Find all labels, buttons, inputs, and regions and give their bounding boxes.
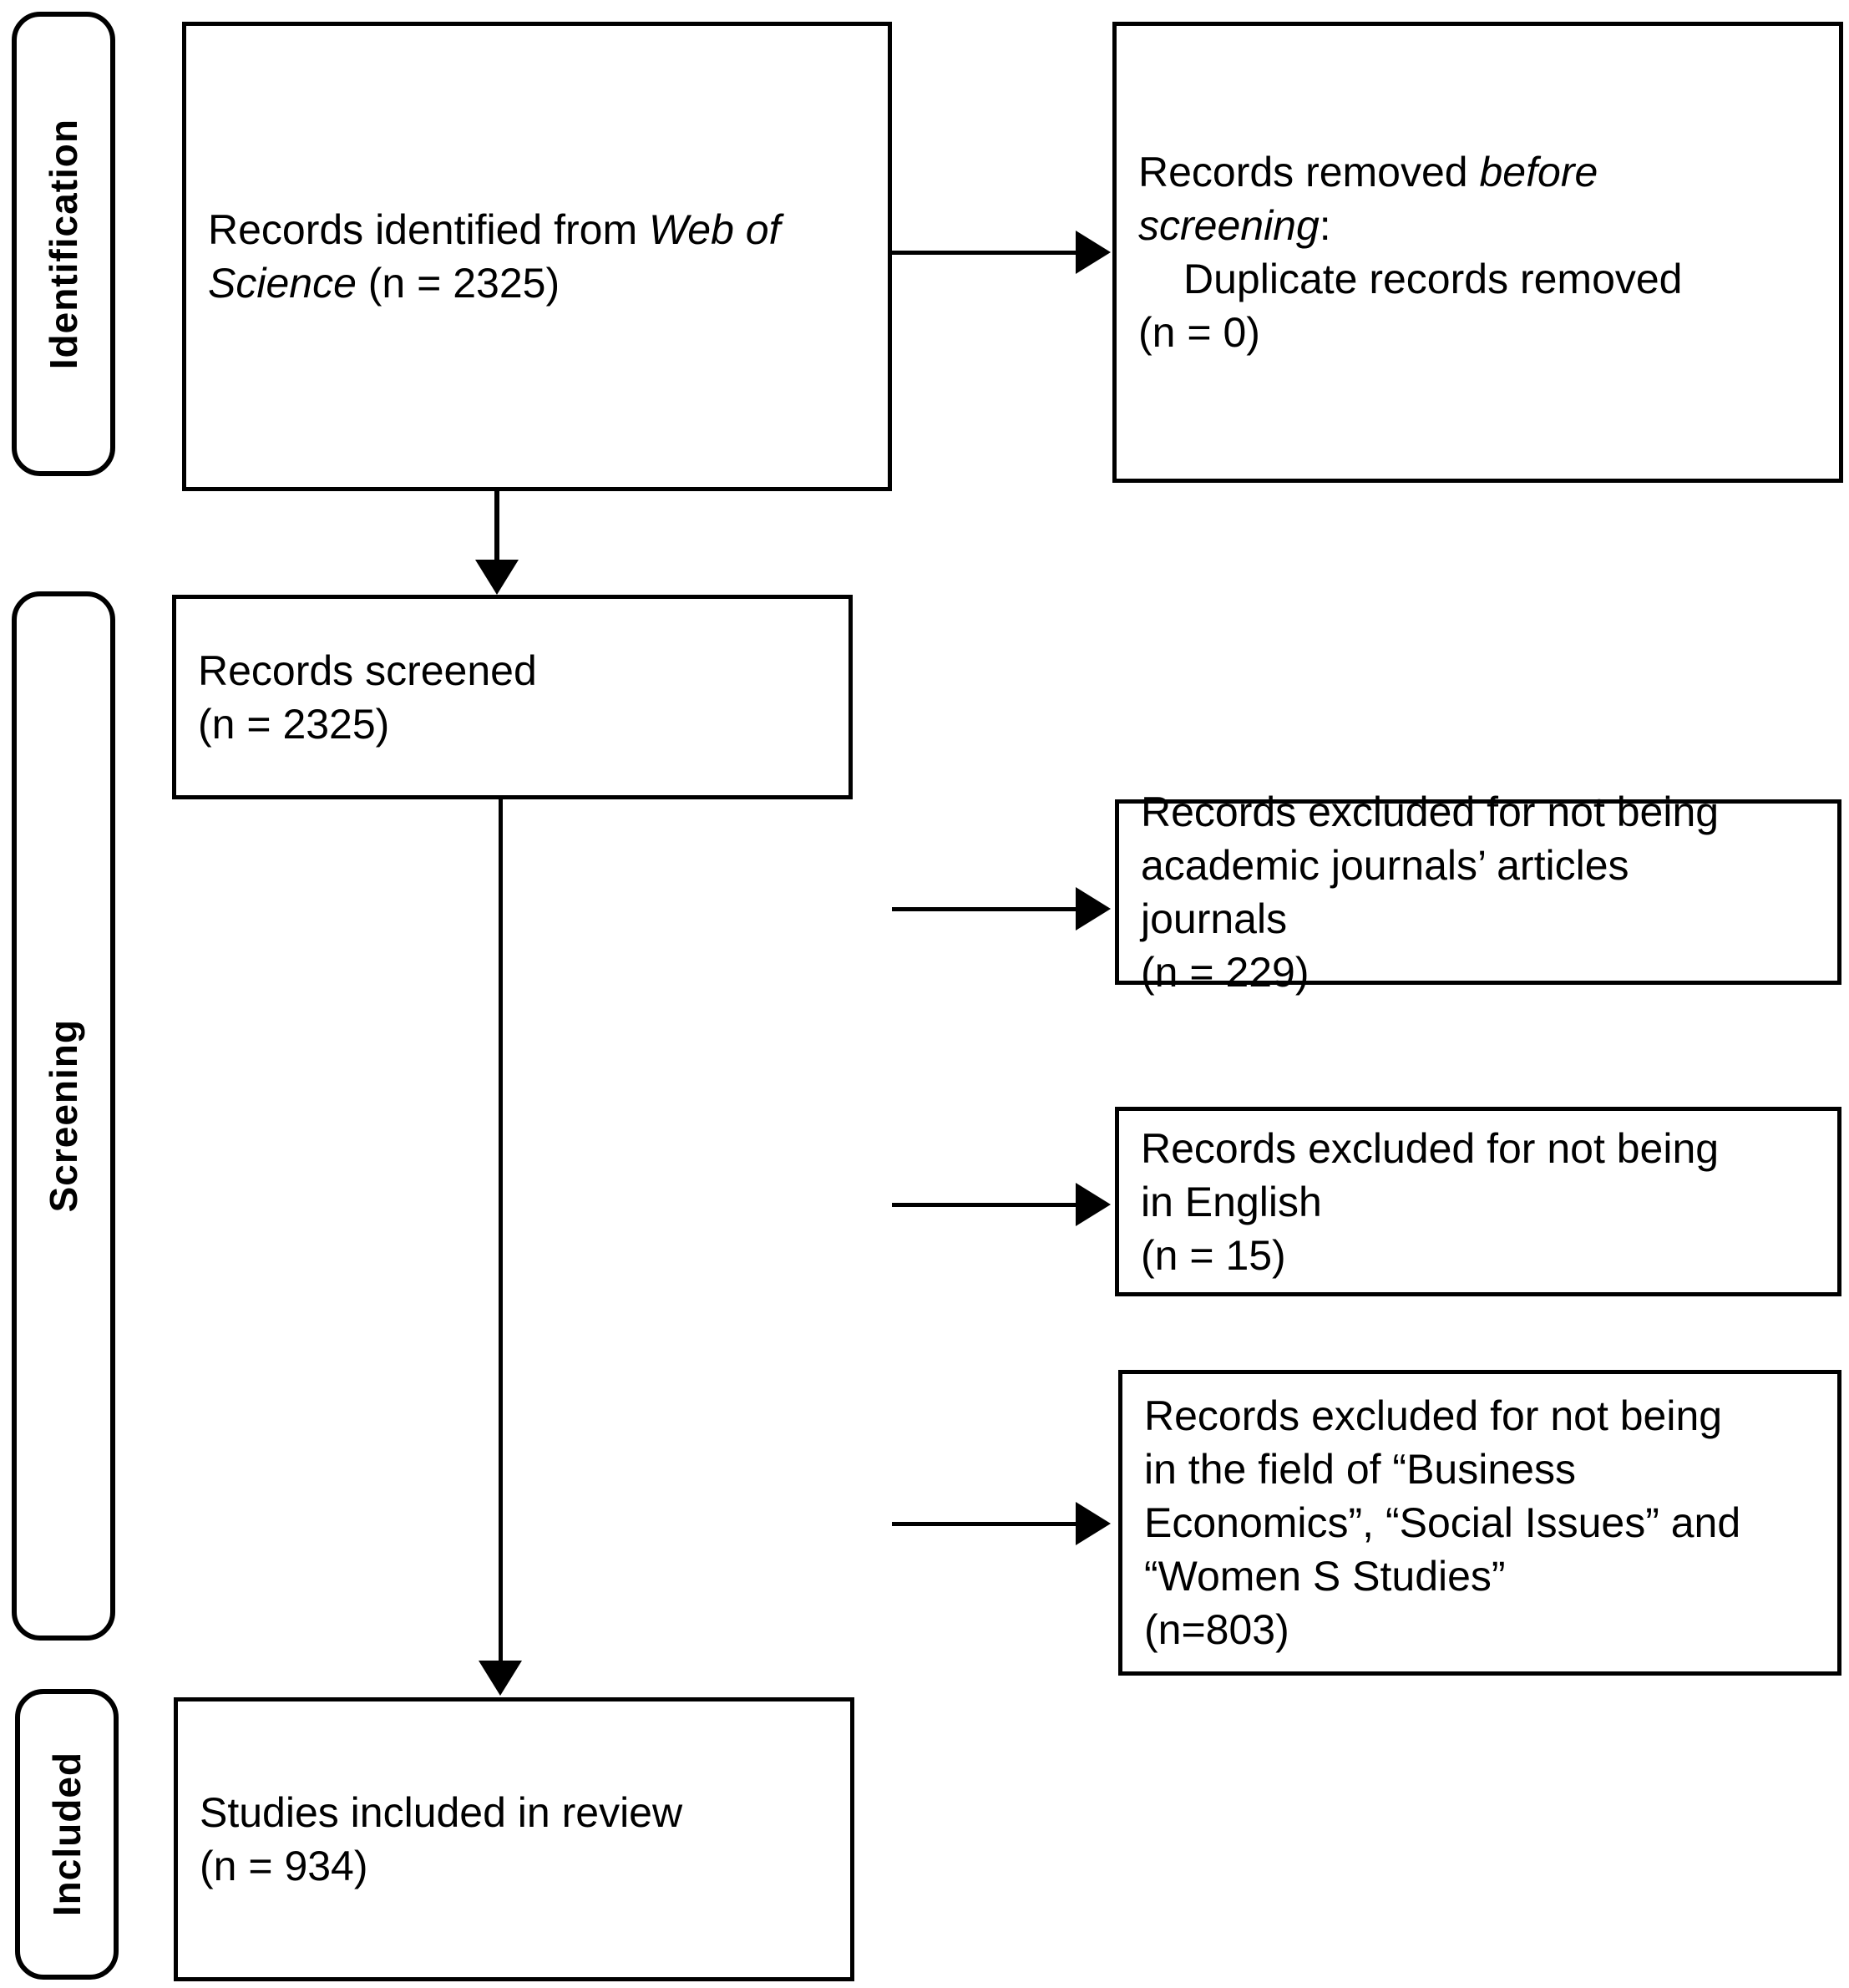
studies-included-label: Studies included in review (200, 1789, 683, 1836)
box-excluded-not-english: Records excluded for not being in Englis… (1115, 1107, 1841, 1296)
stage-pill-identification: Identification (12, 12, 115, 476)
box-studies-included: Studies included in review (n = 934) (174, 1697, 854, 1981)
records-removed-prefix: Records removed (1138, 149, 1480, 195)
excluded-english-count: (n = 15) (1141, 1231, 1286, 1279)
stage-pill-screening: Screening (12, 591, 115, 1641)
box-records-identified-text: Records identified from Web of Science (… (186, 203, 888, 310)
records-identified-source-part2: Science (208, 260, 357, 307)
excluded-academic-line1: Records excluded for not being (1141, 789, 1720, 835)
excluded-english-line1: Records excluded for not being (1141, 1124, 1720, 1172)
box-excluded-not-academic: Records excluded for not being academic … (1115, 789, 1841, 996)
stage-label-included: Included (45, 1752, 89, 1917)
stage-pill-included: Included (15, 1689, 119, 1980)
box-records-removed-text: Records removed before screening: Duplic… (1117, 145, 1839, 359)
arrowhead-identified-to-screened (475, 560, 519, 595)
arrowhead-excluded-field (1076, 1502, 1111, 1545)
records-removed-italic1: before (1479, 149, 1598, 195)
stage-label-screening: Screening (42, 1019, 85, 1213)
box-records-screened-text: Records screened (n = 2325) (176, 644, 849, 751)
stage-label-identification: Identification (42, 118, 85, 370)
records-identified-source-part1: Web of (649, 206, 781, 253)
records-removed-colon: : (1319, 202, 1331, 249)
excluded-field-line3: Economics”, “Social Issues” and (1144, 1499, 1741, 1546)
records-identified-prefix: Records identified from (208, 206, 650, 253)
records-identified-count: (n = 2325) (356, 260, 560, 307)
arrowhead-identified-to-removed (1076, 231, 1111, 274)
records-screened-label: Records screened (198, 647, 537, 694)
duplicate-records-removed-count: (n = 0) (1138, 309, 1260, 356)
connector-screened-to-included (499, 799, 503, 1664)
arrowhead-excluded-academic (1076, 887, 1111, 931)
box-excluded-not-academic-text: Records excluded for not being academic … (1119, 785, 1837, 999)
records-screened-count: (n = 2325) (198, 700, 390, 748)
box-excluded-not-field-text: Records excluded for not being in the fi… (1122, 1389, 1837, 1656)
excluded-academic-count: (n = 229) (1141, 949, 1309, 996)
connector-identified-to-removed (892, 251, 1077, 255)
excluded-academic-line3: journals (1141, 895, 1288, 942)
records-removed-italic2: screening (1138, 202, 1320, 249)
box-records-removed: Records removed before screening: Duplic… (1112, 22, 1843, 483)
connector-screened-to-excluded-field (892, 1522, 1077, 1526)
arrowhead-excluded-english (1076, 1183, 1111, 1226)
connector-screened-to-excluded-english (892, 1203, 1077, 1207)
connector-identified-to-screened (494, 491, 499, 561)
box-excluded-not-english-text: Records excluded for not being in Englis… (1119, 1122, 1837, 1282)
studies-included-count: (n = 934) (200, 1843, 368, 1889)
connector-screened-to-excluded-academic (892, 907, 1077, 911)
excluded-field-line4: “Women S Studies” (1144, 1553, 1506, 1600)
box-records-screened: Records screened (n = 2325) (172, 595, 853, 799)
excluded-academic-line2: academic journals’ articles (1141, 842, 1629, 889)
excluded-field-line2: in the field of “Business (1144, 1446, 1576, 1493)
box-studies-included-text: Studies included in review (n = 934) (178, 1786, 850, 1893)
arrowhead-screened-to-included (479, 1661, 522, 1696)
duplicate-records-removed-label: Duplicate records removed (1183, 256, 1683, 302)
box-excluded-not-field: Records excluded for not being in the fi… (1118, 1370, 1841, 1676)
box-records-identified: Records identified from Web of Science (… (182, 22, 892, 491)
excluded-english-line2: in English (1141, 1178, 1322, 1225)
excluded-field-count: (n=803) (1144, 1606, 1289, 1653)
excluded-field-line1: Records excluded for not being (1144, 1392, 1723, 1439)
